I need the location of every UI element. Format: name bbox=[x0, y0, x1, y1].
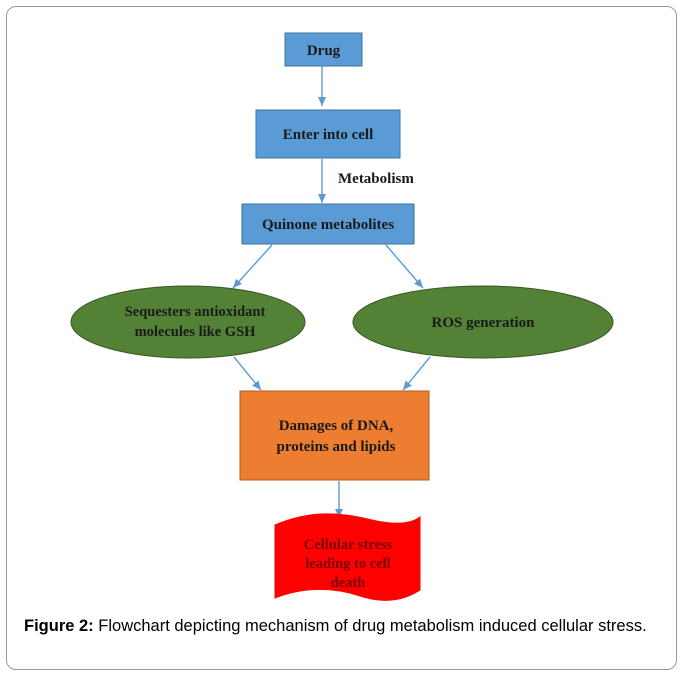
arrow-ros-to-damages bbox=[402, 356, 431, 391]
damages-node: Damages of DNA, proteins and lipids bbox=[239, 390, 430, 481]
ros-node: ROS generation bbox=[352, 285, 614, 359]
sequesters-label-line2: molecules like GSH bbox=[135, 324, 257, 340]
quinone-label: Quinone metabolites bbox=[262, 217, 394, 233]
sequesters-label-line1: Sequesters antioxidant bbox=[125, 304, 266, 320]
caption-label: Figure 2: bbox=[24, 617, 94, 635]
figure-caption: Figure 2: Flowchart depicting mechanism … bbox=[24, 616, 664, 636]
stress-label-line1: Cellular stress bbox=[304, 537, 393, 553]
drug-label: Drug bbox=[307, 43, 341, 59]
ros-label: ROS generation bbox=[432, 315, 536, 331]
stress-node: Cellular stress leading to cell death bbox=[274, 513, 421, 601]
caption-text: Flowchart depicting mechanism of drug me… bbox=[93, 617, 647, 635]
drug-node: Drug bbox=[284, 32, 363, 67]
arrow-quinone-to-sequesters bbox=[232, 244, 273, 289]
enter-cell-node: Enter into cell bbox=[255, 109, 401, 159]
flowchart: Drug Enter into cell Metabolism Quinone … bbox=[70, 32, 614, 601]
stress-label-line2: leading to cell bbox=[305, 556, 390, 572]
enter-cell-label: Enter into cell bbox=[283, 127, 374, 143]
damages-label-line1: Damages of DNA, bbox=[279, 418, 394, 434]
stress-label-line3: death bbox=[331, 575, 366, 591]
arrow-quinone-to-ros bbox=[385, 244, 424, 289]
metabolism-label: Metabolism bbox=[338, 171, 414, 187]
quinone-node: Quinone metabolites bbox=[241, 203, 415, 245]
arrow-sequesters-to-damages bbox=[233, 356, 262, 391]
sequesters-node: Sequesters antioxidant molecules like GS… bbox=[70, 285, 306, 359]
damages-label-line2: proteins and lipids bbox=[277, 439, 396, 455]
